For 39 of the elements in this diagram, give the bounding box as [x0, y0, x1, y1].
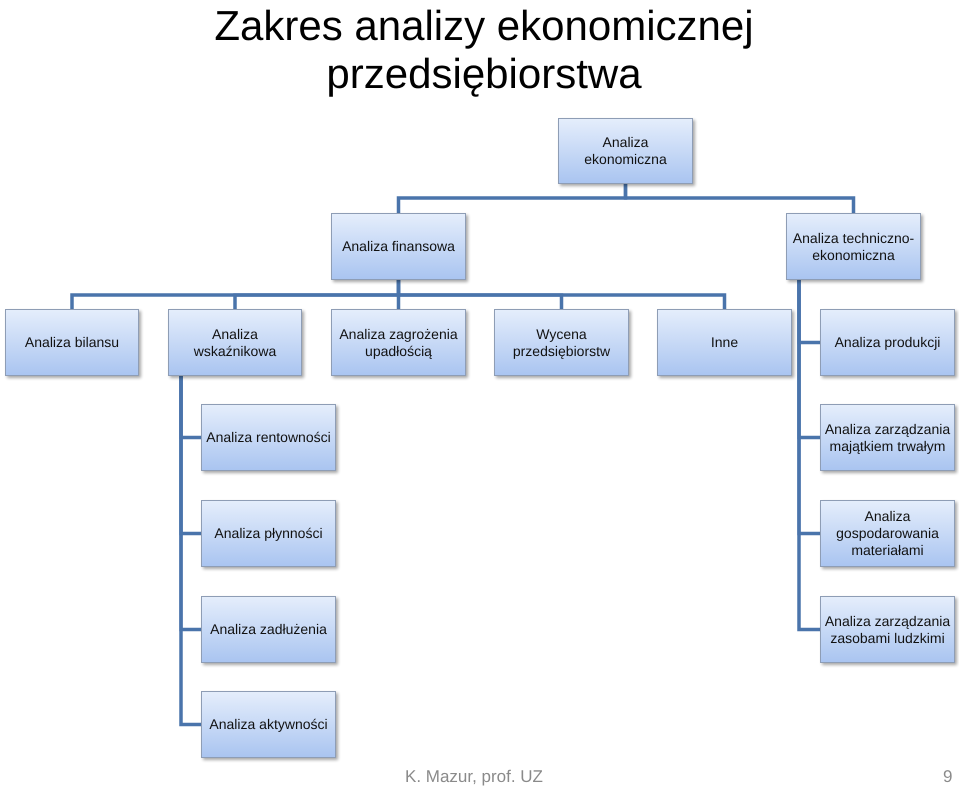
- org-box: [331, 213, 466, 280]
- org-box: [331, 309, 466, 376]
- org-box: [201, 500, 336, 567]
- box-label: Analiza zagrożenia upadłością: [338, 326, 459, 360]
- org-box: [201, 596, 336, 663]
- box-label: Analiza techniczno-ekonomiczna: [792, 230, 916, 264]
- org-box: [168, 309, 302, 376]
- author-footer: K. Mazur, prof. UZ: [405, 766, 543, 788]
- org-box: [558, 118, 693, 184]
- box-label: Analiza aktywności: [209, 716, 328, 733]
- connector-line: [797, 280, 820, 632]
- box-label: Inne: [710, 334, 738, 351]
- box-label: Analiza bilansu: [24, 334, 120, 351]
- connector-line: [396, 280, 726, 309]
- box-label: Analiza produkcji: [834, 334, 940, 351]
- connector-line: [624, 184, 856, 213]
- box-label: Analiza wskaźnikowa: [192, 326, 278, 360]
- page-number: 9: [943, 766, 952, 788]
- box-label: Analiza zadłużenia: [210, 621, 327, 638]
- org-box: [820, 404, 955, 471]
- org-box: [201, 404, 336, 471]
- box-label: Analiza ekonomiczna: [583, 134, 668, 168]
- org-box: [820, 309, 955, 376]
- box-label: Analiza finansowa: [342, 238, 455, 255]
- box-label: Analiza zarządzania majątkiem trwałym: [824, 420, 951, 454]
- connector-line: [179, 376, 201, 726]
- org-box: [820, 596, 955, 663]
- box-label: Analiza rentowności: [206, 429, 331, 446]
- org-box: [657, 309, 792, 376]
- org-box: [201, 691, 336, 758]
- slide-title: Zakres analizy ekonomicznej przedsiębiorstwa: [213, 2, 755, 98]
- box-label: Wycena przedsiębiorstw: [512, 326, 612, 360]
- org-box: [786, 213, 921, 280]
- box-label: Analiza zarządzania zasobami ludzkimi: [824, 612, 951, 646]
- box-label: Analiza gospodarowania materiałami: [835, 508, 940, 559]
- org-box: [494, 309, 629, 376]
- box-label: Analiza płynności: [214, 525, 323, 542]
- org-box: [820, 500, 955, 567]
- org-box: [5, 309, 139, 376]
